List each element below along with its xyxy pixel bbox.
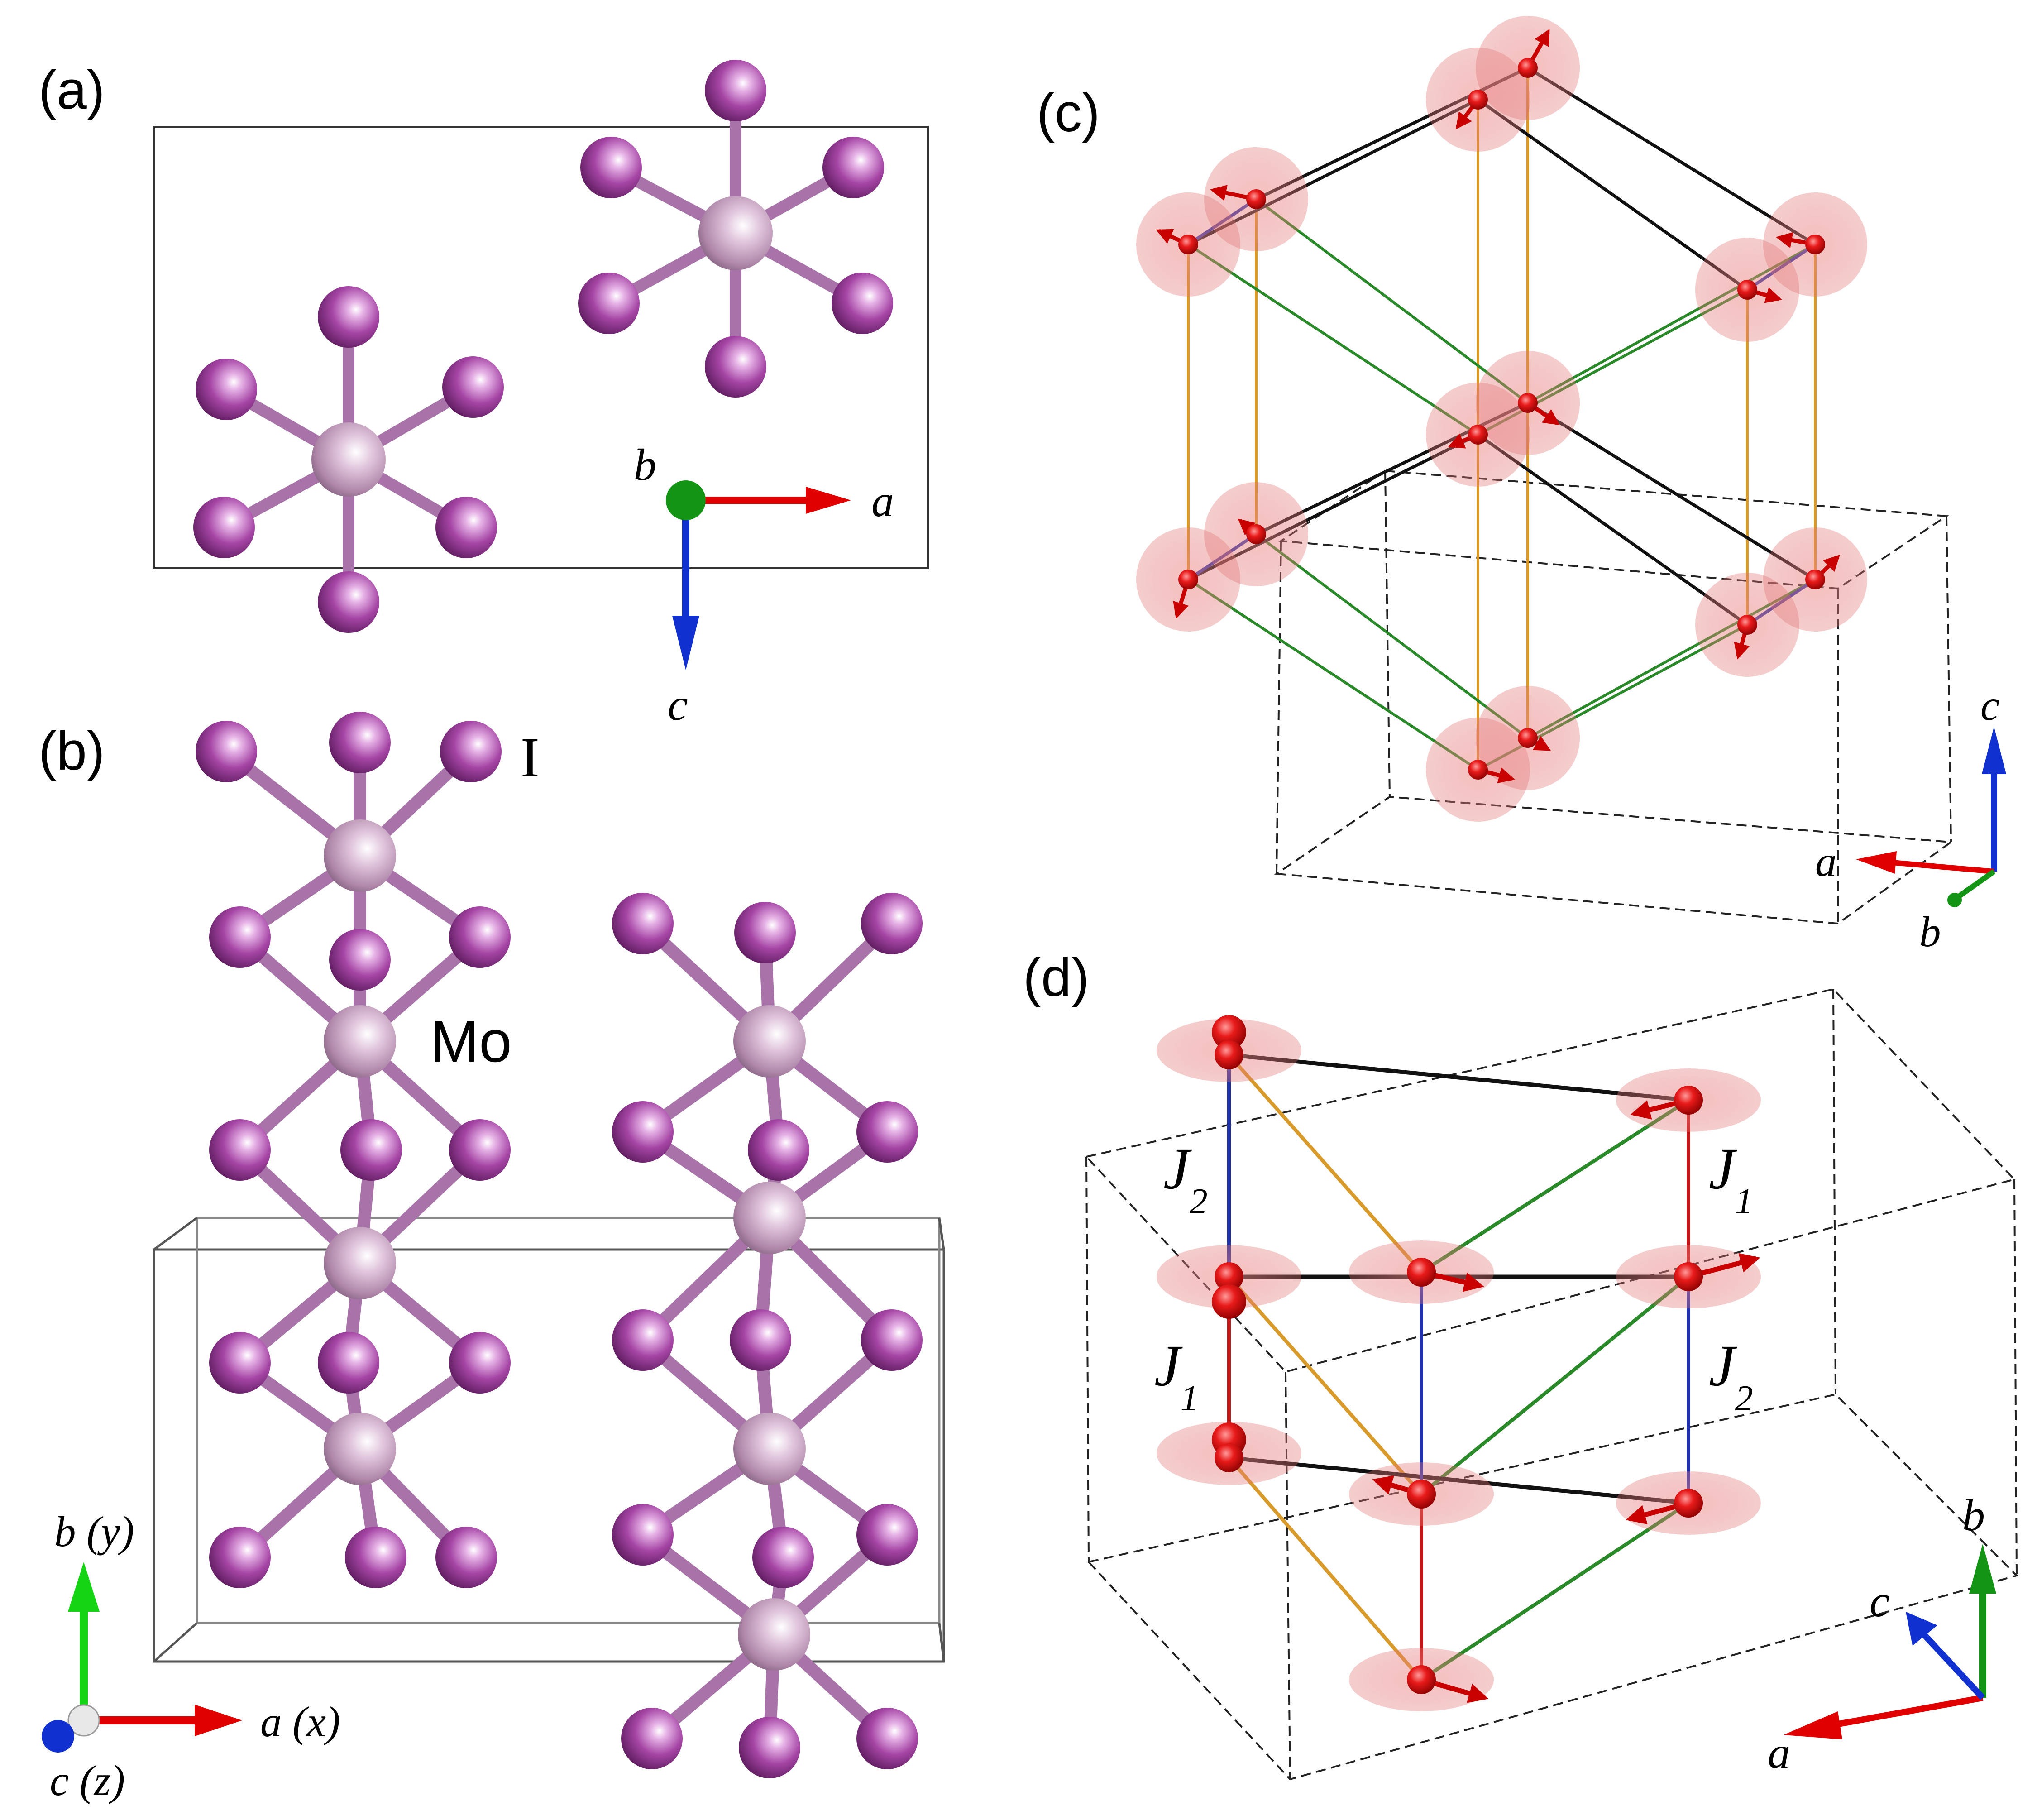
label-j1-bottom-left: J1: [1154, 1333, 1199, 1418]
panel-a: (a): [38, 60, 929, 730]
axis-b-arrowhead-d: [1969, 1544, 1996, 1594]
orange-bonds-c: [1187, 68, 1817, 770]
axes-a: a b c: [634, 440, 894, 730]
unit-cell-box-a: [153, 126, 929, 569]
panel-a-label: (a): [38, 60, 105, 120]
left-chain-mo: [324, 819, 396, 1485]
exchange-labels: J2 J1 J1 J2: [1154, 1136, 1753, 1418]
panel-c-label: (c): [1037, 82, 1100, 143]
axis-a-arrowhead: [806, 487, 851, 514]
axis-a-arrowhead-c: [1856, 851, 1897, 874]
axes-b: b (y) a (x) c (z): [42, 1508, 340, 1805]
axis-label-b: b: [634, 440, 656, 490]
panel-b-label: (b): [38, 721, 105, 781]
vertical-bonds-d: [1227, 1055, 1690, 1680]
spin-sites-d: [1157, 1015, 1761, 1711]
axis-label-a-d: a: [1768, 1728, 1790, 1778]
axis-a-arrowhead-b: [195, 1705, 242, 1736]
right-chain-mo: [733, 1005, 810, 1671]
right-chain-iodine: [612, 893, 923, 1778]
axis-c-arrowhead: [672, 616, 699, 670]
unit-cell-box-b: [153, 1217, 945, 1663]
black-bonds-c: [1187, 66, 1816, 626]
left-chain-iodine: [196, 712, 511, 1588]
spin-sites-c: [1136, 16, 1867, 822]
axis-b-arrowhead: [68, 1562, 100, 1612]
axis-label-a-x: a (x): [260, 1698, 340, 1746]
panel-b: (b): [38, 712, 945, 1805]
axis-label-c: c: [668, 680, 688, 730]
axis-label-b-y: b (y): [54, 1508, 134, 1556]
dashed-cell-d: [1085, 988, 2018, 1781]
orange-bonds-d: [1227, 1054, 1423, 1681]
axis-c-arrowhead-c: [1982, 727, 2006, 774]
axis-b-dot: [666, 480, 706, 520]
panel-c: (c): [1037, 16, 2006, 956]
green-bonds-d: [1420, 1098, 1690, 1681]
panel-d: (d): [1023, 947, 2018, 1781]
axis-b-dot-c: [1947, 893, 1962, 907]
mo-atom-left: [311, 422, 386, 497]
axis-c-dot: [42, 1720, 74, 1753]
axis-label-a: a: [871, 476, 894, 526]
label-j2-top-left: J2: [1163, 1136, 1208, 1221]
axis-label-b-c: b: [1919, 908, 1941, 956]
axis-label-c-d: c: [1870, 1576, 1889, 1626]
mo-atom-right: [698, 196, 773, 270]
axis-a-arrowhead-d: [1784, 1711, 1842, 1739]
axis-label-b-d: b: [1962, 1490, 1985, 1540]
panel-d-label: (d): [1023, 947, 1090, 1008]
axis-label-c-z: c (z): [50, 1757, 125, 1805]
atom-label-iodine: I: [521, 727, 540, 789]
label-j2-bottom-right: J2: [1709, 1333, 1753, 1418]
axes-c: c a b: [1815, 681, 2006, 956]
axis-label-a-c: a: [1815, 838, 1837, 886]
iodine-atoms-left: [193, 286, 504, 633]
iodine-atoms-right: [578, 60, 893, 398]
label-j1-top-right: J1: [1709, 1136, 1753, 1221]
axis-c-arrowhead-d: [1906, 1612, 1937, 1646]
atom-label-mo: Mo: [430, 1008, 512, 1074]
axes-d: b c a: [1768, 1490, 1996, 1778]
axis-label-c-c: c: [1980, 681, 1999, 729]
